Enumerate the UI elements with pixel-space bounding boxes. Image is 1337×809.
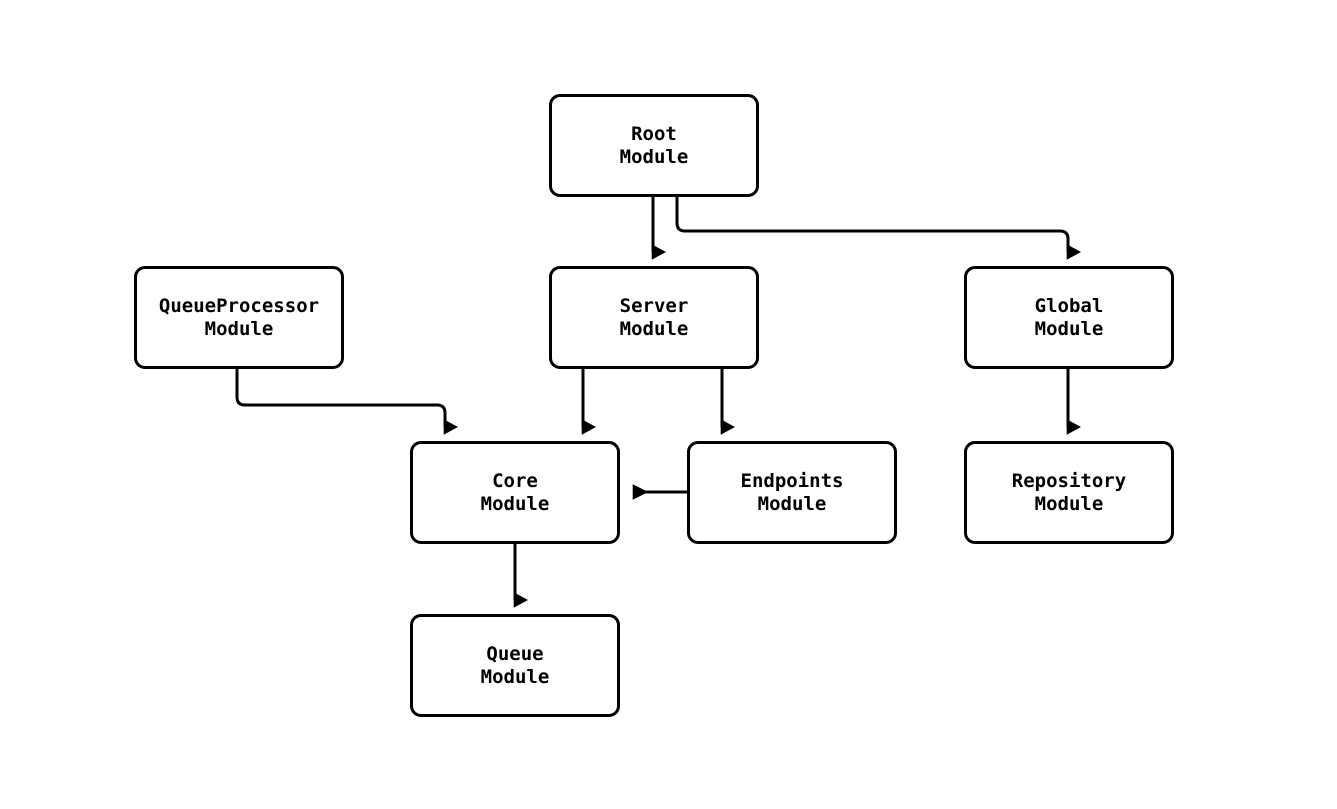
node-global-module[interactable]: Global Module bbox=[964, 266, 1174, 369]
node-core-module[interactable]: Core Module bbox=[410, 441, 620, 544]
node-core-module-line1: Core bbox=[492, 469, 538, 492]
node-queueprocessor-module-line1: QueueProcessor bbox=[158, 294, 320, 317]
node-server-module[interactable]: Server Module bbox=[549, 266, 759, 369]
edge-queueprocessor-to-core bbox=[235, 369, 458, 435]
edge-root-to-global bbox=[675, 197, 1081, 260]
node-core-module-line2: Module bbox=[480, 492, 550, 515]
node-queue-module-line1: Queue bbox=[486, 642, 544, 665]
node-queueprocessor-module[interactable]: QueueProcessor Module bbox=[134, 266, 344, 369]
node-queue-module-line2: Module bbox=[480, 665, 550, 688]
node-root-module-line1: Root bbox=[631, 122, 677, 145]
node-global-module-line2: Module bbox=[1034, 317, 1104, 340]
node-queue-module[interactable]: Queue Module bbox=[410, 614, 620, 717]
node-repository-module-line1: Repository bbox=[1011, 469, 1127, 492]
node-repository-module[interactable]: Repository Module bbox=[964, 441, 1174, 544]
node-repository-module-line2: Module bbox=[1034, 492, 1104, 515]
node-queueprocessor-module-line2: Module bbox=[204, 317, 274, 340]
node-global-module-line1: Global bbox=[1034, 294, 1104, 317]
node-endpoints-module[interactable]: Endpoints Module bbox=[687, 441, 897, 544]
node-server-module-line1: Server bbox=[619, 294, 689, 317]
node-root-module[interactable]: Root Module bbox=[549, 94, 759, 197]
edges-group bbox=[235, 197, 1081, 608]
node-root-module-line2: Module bbox=[619, 145, 689, 168]
node-endpoints-module-line2: Module bbox=[757, 492, 827, 515]
node-endpoints-module-line1: Endpoints bbox=[740, 469, 844, 492]
node-server-module-line2: Module bbox=[619, 317, 689, 340]
